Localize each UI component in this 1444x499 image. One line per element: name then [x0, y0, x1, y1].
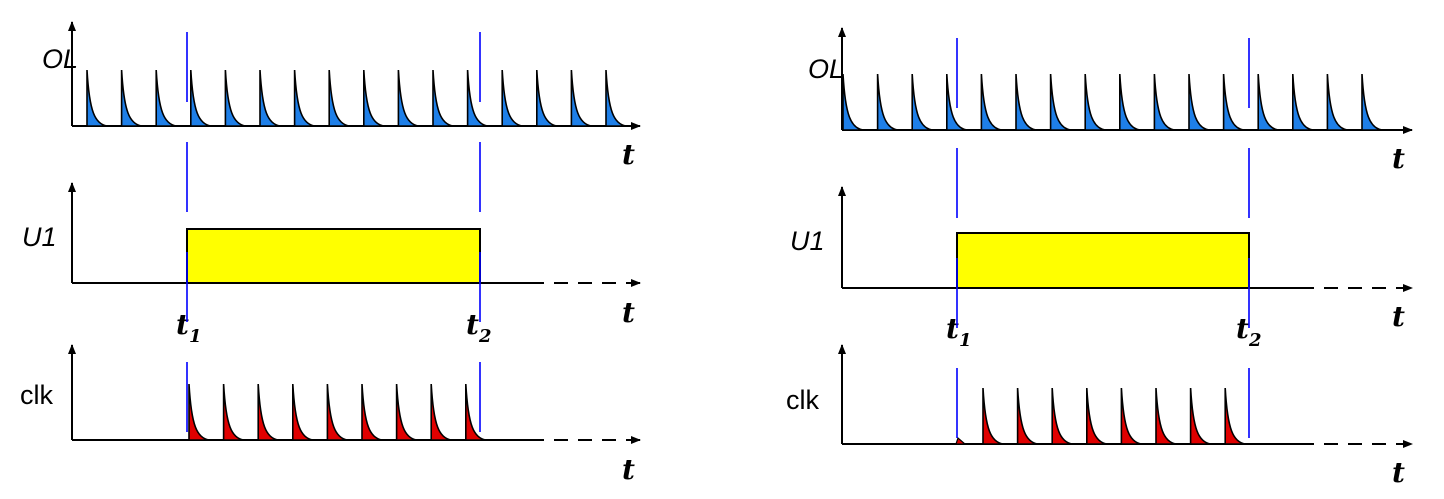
ol-pulse [842, 73, 864, 131]
ol-pulse [536, 69, 557, 127]
marker-label-t2: t2 [1236, 312, 1261, 351]
ol-pulse [501, 69, 523, 127]
signal-label-u1: U1 [22, 222, 57, 252]
signal-label-u1: U1 [790, 226, 825, 256]
marker-label-t1: t1 [946, 312, 971, 351]
axis-label-t-clk: t [1392, 456, 1405, 489]
clk-pulse-partial [955, 436, 967, 445]
ol-pulse [911, 73, 933, 131]
axis-label-t-clk: t [622, 453, 635, 486]
ol-pulse [1153, 73, 1175, 131]
ol-pulse [946, 73, 967, 131]
axis-label-t-u1: t [622, 296, 635, 329]
clk-pulse [1051, 387, 1073, 445]
clk-pulse [1155, 387, 1177, 445]
ol-pulse [259, 69, 281, 127]
ol-pulse [86, 69, 108, 127]
clk-pulse [361, 383, 383, 441]
signal-label-clk: clk [786, 385, 819, 415]
clk-pulse [1224, 387, 1246, 445]
signal-label-ol: OL [808, 54, 844, 84]
clk-pulse [292, 383, 313, 441]
clk-pulse [395, 383, 417, 441]
u1-pulse [956, 232, 1250, 289]
ol-pulse [570, 69, 592, 127]
marker-label-t2: t2 [466, 308, 491, 347]
diagram-left: OL U1 clk t t t t1 t2 [20, 21, 641, 486]
ol-pulse [1119, 73, 1140, 131]
clk-pulse [222, 383, 244, 441]
axis-label-t-ol: t [622, 138, 635, 171]
ol-pulse [1257, 73, 1279, 131]
clk-pulse [1120, 387, 1142, 445]
clk-pulse [188, 383, 210, 441]
ol-pulse [1084, 73, 1106, 131]
clk-pulse [326, 383, 348, 441]
ol-pulse [120, 69, 142, 127]
ol-pulse [155, 69, 177, 127]
clk-pulse [1086, 387, 1107, 445]
ol-pulse [432, 69, 454, 127]
ol-pulse [190, 69, 211, 127]
clk-pulse [1189, 387, 1211, 445]
ol-pulse [466, 69, 488, 127]
signal-label-clk: clk [20, 380, 53, 410]
clk-pulse [430, 383, 452, 441]
ol-pulse [1292, 73, 1313, 131]
ol-pulse [363, 69, 384, 127]
clk-pulse [257, 383, 279, 441]
ol-pulse [980, 73, 1002, 131]
axis-label-t-u1: t [1392, 300, 1405, 333]
clk-pulse [465, 383, 486, 441]
u1-pulse [186, 228, 481, 284]
ol-pulse [1222, 73, 1244, 131]
ol-pulse [1361, 73, 1383, 131]
ol-pulse [1049, 73, 1071, 131]
ol-pulse [224, 69, 246, 127]
ol-pulse [1188, 73, 1210, 131]
clk-pulse [982, 387, 1004, 445]
axis-label-t-ol: t [1392, 142, 1405, 175]
marker-label-t1: t1 [176, 308, 201, 347]
ol-pulse [328, 69, 350, 127]
diagram-right: OL U1 clk t t t t1 t2 [786, 27, 1413, 489]
ol-pulse [1326, 73, 1348, 131]
ol-pulse [605, 69, 627, 127]
ol-pulse [1015, 73, 1037, 131]
ol-pulse [876, 73, 898, 131]
ol-pulse [397, 69, 419, 127]
clk-pulse [1016, 387, 1038, 445]
ol-pulse [293, 69, 315, 127]
